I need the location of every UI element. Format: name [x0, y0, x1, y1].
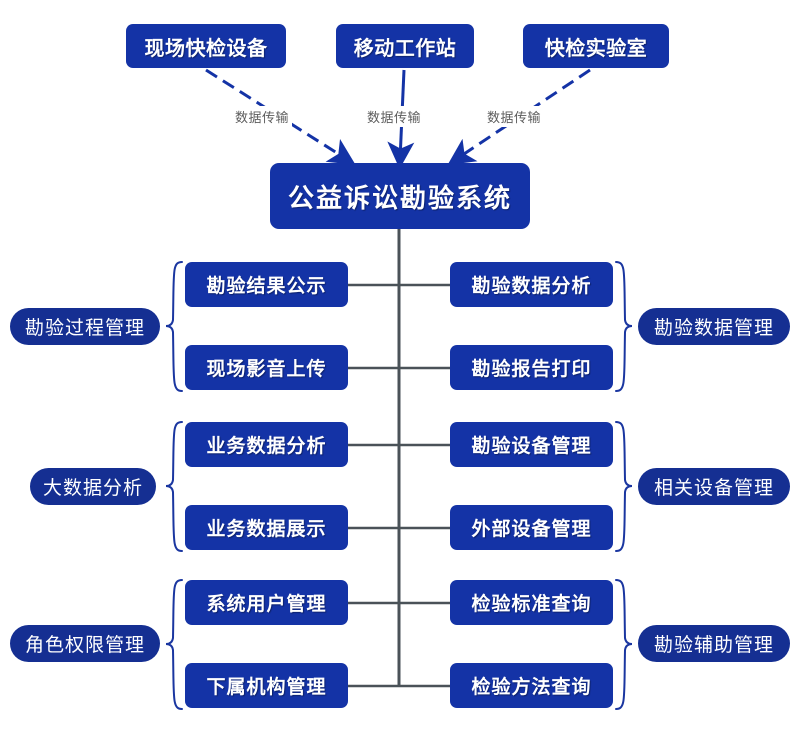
leaf-node-business-data-analysis[interactable]: 业务数据分析 — [185, 422, 348, 467]
transfer-label-2: 数据传输 — [364, 106, 425, 127]
group-label-inspection-data[interactable]: 勘验数据管理 — [638, 308, 790, 345]
leaf-node-business-data-display[interactable]: 业务数据展示 — [185, 505, 348, 550]
group-label-inspection-support[interactable]: 勘验辅助管理 — [638, 625, 790, 662]
brace-left-group-3 — [165, 579, 183, 710]
leaf-node-system-user-management[interactable]: 系统用户管理 — [185, 580, 348, 625]
leaf-node-result-publication[interactable]: 勘验结果公示 — [185, 262, 348, 307]
leaf-node-inspection-equipment-management[interactable]: 勘验设备管理 — [450, 422, 613, 467]
leaf-node-inspection-standard-query[interactable]: 检验标准查询 — [450, 580, 613, 625]
transfer-label-1: 数据传输 — [232, 106, 293, 127]
group-label-big-data-analysis[interactable]: 大数据分析 — [30, 468, 156, 505]
group-label-role-permission[interactable]: 角色权限管理 — [10, 625, 160, 662]
brace-right-group-3 — [615, 579, 633, 710]
source-node-field-device[interactable]: 现场快检设备 — [126, 24, 286, 68]
source-node-mobile-station[interactable]: 移动工作站 — [336, 24, 474, 68]
hub-node-inspection-system[interactable]: 公益诉讼勘验系统 — [270, 163, 530, 229]
leaf-node-subordinate-org-management[interactable]: 下属机构管理 — [185, 663, 348, 708]
group-label-related-equipment[interactable]: 相关设备管理 — [638, 468, 790, 505]
brace-left-group-2 — [165, 421, 183, 552]
leaf-node-inspection-data-analysis[interactable]: 勘验数据分析 — [450, 262, 613, 307]
leaf-node-media-upload[interactable]: 现场影音上传 — [185, 345, 348, 390]
transfer-label-3: 数据传输 — [484, 106, 545, 127]
brace-right-group-1 — [615, 261, 633, 392]
brace-left-group-1 — [165, 261, 183, 392]
brace-right-group-2 — [615, 421, 633, 552]
source-node-lab[interactable]: 快检实验室 — [523, 24, 669, 68]
leaf-node-report-printing[interactable]: 勘验报告打印 — [450, 345, 613, 390]
group-label-inspection-process[interactable]: 勘验过程管理 — [10, 308, 160, 345]
leaf-node-external-equipment-management[interactable]: 外部设备管理 — [450, 505, 613, 550]
leaf-node-inspection-method-query[interactable]: 检验方法查询 — [450, 663, 613, 708]
